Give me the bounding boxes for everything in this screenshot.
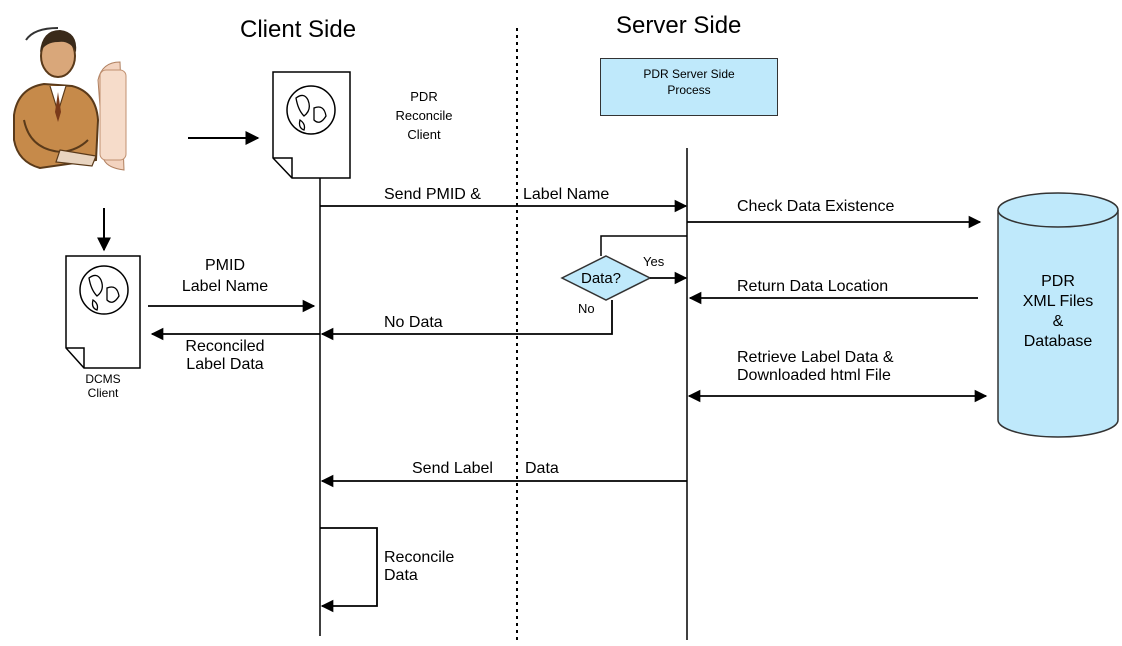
decision-loop	[600, 235, 687, 256]
reconcile-data-label-line: Data	[384, 567, 418, 585]
server-process-label-line: PDR Server Side	[643, 67, 735, 81]
database-label-line: &	[1052, 313, 1064, 330]
server-process-box: PDR Server Side Process	[600, 58, 778, 116]
arrow-reconcile-loop	[320, 527, 378, 613]
retrieve-label-line: Retrieve Label Data &	[737, 349, 894, 366]
server-process-label-line: Process	[667, 82, 711, 97]
return-location-label: Return Data Location	[737, 278, 889, 295]
database-cylinder-icon	[997, 192, 1119, 438]
reconcile-data-label-line: Reconcile	[384, 549, 455, 566]
send-label-label: Send Label	[412, 460, 493, 477]
arrow-no-data	[320, 300, 613, 341]
dcms-client-label-line: DCMS	[85, 372, 121, 386]
server-side-heading: Server Side	[616, 12, 742, 39]
dcms-client-label-line: Client	[87, 385, 119, 400]
database-label-line: PDR	[1041, 273, 1075, 290]
reconcile-data-label: Reconcile Data	[384, 549, 454, 586]
reconcile-client-document-icon	[272, 71, 351, 179]
database-label: PDR XML Files & Database	[998, 272, 1118, 352]
database-label-line: XML Files	[1022, 293, 1094, 310]
reconcile-client-label-line: Reconcile	[395, 107, 453, 123]
data-label: Data	[525, 460, 559, 477]
no-data-label: No Data	[384, 314, 443, 331]
decision-no-label: No	[578, 301, 595, 316]
decision-diamond	[560, 255, 652, 301]
send-pmid-label: Send PMID &	[384, 186, 481, 203]
dcms-pmid-label-line: PMID	[205, 257, 245, 274]
reconcile-client-label-line: Client	[407, 126, 441, 142]
retrieve-label-line: Downloaded html File	[737, 367, 891, 385]
check-existence-label: Check Data Existence	[737, 198, 895, 215]
client-side-heading: Client Side	[240, 16, 357, 43]
reconciled-label: Reconciled Label Data	[170, 338, 280, 375]
user-at-computer-icon	[13, 27, 127, 171]
dcms-client-document-icon	[65, 255, 141, 369]
dcms-pmid-label: PMID Label Name	[170, 256, 280, 298]
reconciled-label-line: Reconciled	[185, 338, 265, 355]
label-name-label: Label Name	[523, 186, 610, 203]
decision-yes-label: Yes	[643, 254, 665, 269]
reconciled-label-line: Label Data	[186, 356, 264, 374]
decision-label: Data?	[581, 270, 622, 287]
reconcile-client-label: PDR Reconcile Client	[384, 88, 464, 145]
database-label-line: Database	[1023, 333, 1093, 350]
dcms-pmid-label-line: Label Name	[181, 277, 269, 295]
retrieve-label: Retrieve Label Data & Downloaded html Fi…	[737, 349, 894, 386]
dcms-client-label: DCMS Client	[78, 372, 128, 401]
reconcile-client-label-line: PDR	[410, 89, 438, 104]
